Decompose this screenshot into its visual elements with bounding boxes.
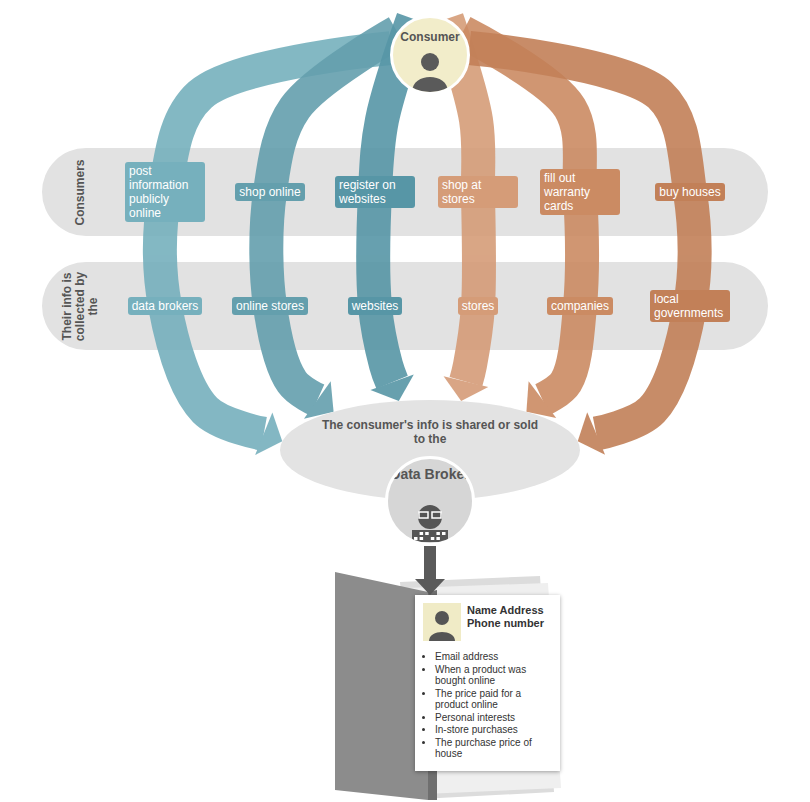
detail-item: Personal interests bbox=[435, 712, 552, 724]
flow-label: companies bbox=[547, 297, 613, 315]
flow-label: fill out warranty cards bbox=[540, 169, 620, 215]
detail-item: Email address bbox=[435, 651, 552, 663]
action-band: Consumers post information publicly onlin… bbox=[42, 148, 768, 236]
node-title: Data Broker bbox=[388, 467, 472, 482]
collector-band: Their info is collected by the data broke… bbox=[42, 262, 768, 350]
person-icon bbox=[393, 18, 467, 92]
band-heading: Consumers bbox=[74, 152, 87, 232]
connector-line bbox=[424, 546, 436, 579]
connector-line bbox=[469, 48, 694, 433]
flow-ribbon bbox=[469, 48, 694, 455]
band-heading: Their info is collected by the bbox=[61, 266, 100, 346]
arc-caption: The consumer's info is shared or sold to… bbox=[315, 418, 545, 446]
down-arrow bbox=[415, 546, 445, 595]
detail-item: The purchase price of house bbox=[435, 737, 552, 760]
flow-label: websites bbox=[348, 297, 403, 315]
detail-item: The price paid for a product online bbox=[435, 688, 552, 711]
card-heading: Name Address Phone number bbox=[467, 604, 549, 629]
profile-card: Name Address Phone numberEmail addressWh… bbox=[415, 595, 560, 771]
flow-label: data brokers bbox=[128, 297, 203, 315]
flow-label: register on websites bbox=[335, 176, 415, 208]
flow-label: post information publicly online bbox=[125, 162, 205, 222]
arrow-head bbox=[370, 375, 413, 402]
detail-item: When a product was bought online bbox=[435, 664, 552, 687]
person-icon bbox=[423, 603, 461, 641]
consumer-circle: Consumer bbox=[390, 15, 470, 95]
flow-ribbon bbox=[463, 32, 582, 418]
detail-list: Email addressWhen a product was bought o… bbox=[415, 651, 560, 761]
arrow-head bbox=[444, 376, 489, 401]
flow-label: shop at stores bbox=[438, 176, 518, 208]
detail-item: In-store purchases bbox=[435, 724, 552, 736]
broker-circle: Data Broker bbox=[385, 456, 475, 546]
flow-label: online stores bbox=[232, 297, 308, 315]
folder-page bbox=[406, 583, 561, 794]
connector-line bbox=[463, 32, 582, 400]
flow-label: shop online bbox=[235, 183, 304, 201]
flow-label: local governments bbox=[650, 290, 730, 322]
arrow-head bbox=[415, 579, 445, 595]
arrow-head bbox=[578, 412, 605, 454]
flow-label: stores bbox=[458, 297, 499, 315]
arrow-head bbox=[255, 412, 282, 455]
node-title: Consumer bbox=[393, 30, 467, 44]
flow-label: buy houses bbox=[655, 183, 724, 201]
